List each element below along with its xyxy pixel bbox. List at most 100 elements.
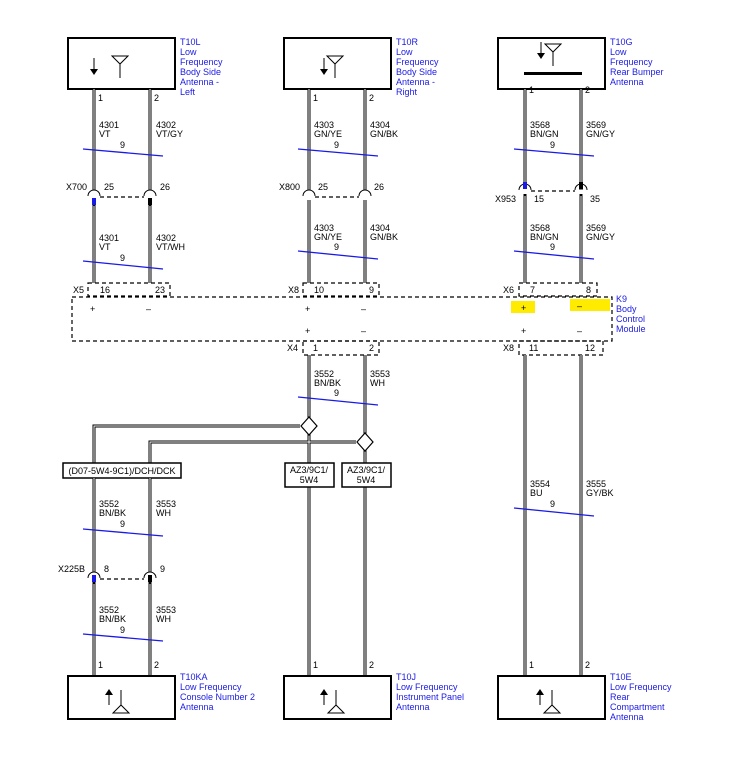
circuit-number: 3553 xyxy=(156,499,176,509)
option-code: 5W4 xyxy=(300,475,319,485)
connector-pin: 35 xyxy=(590,194,600,204)
pin-label: 2 xyxy=(369,660,374,670)
antenna-t10j: T10J Low Frequency Instrument Panel Ante… xyxy=(283,672,464,720)
polarity-plus: + xyxy=(521,303,526,313)
option-box-instrument: AZ3/9C1/ 5W4 xyxy=(284,462,335,488)
wire-color: GY/BK xyxy=(586,488,614,498)
connector-name: X700 xyxy=(66,182,87,192)
wire-color: GN/YE xyxy=(314,232,342,242)
option-box-console: (D07-5W4-9C1)/DCH/DCK xyxy=(62,462,182,479)
polarity-minus: – xyxy=(577,301,582,311)
circuit-number: 4301 xyxy=(99,233,119,243)
antenna-t10l-name-line: Low xyxy=(180,47,197,57)
twisted-pair-marker xyxy=(297,396,379,406)
antenna-t10r-name-line: Low xyxy=(396,47,413,57)
wire-color: VT/WH xyxy=(156,242,185,252)
polarity-minus: – xyxy=(361,326,366,336)
antenna-t10l-id: T10L xyxy=(180,37,201,47)
antenna-down-arrow-icon xyxy=(90,55,130,78)
twisted-pair-marker xyxy=(513,507,595,517)
connector-pin: 11 xyxy=(529,343,538,353)
circuit-number: 3552 xyxy=(314,369,334,379)
antenna-t10l-name-line: Left xyxy=(180,87,196,97)
connector-name: X5 xyxy=(73,285,84,295)
circuit-number: 3553 xyxy=(370,369,390,379)
circuit-number: 3552 xyxy=(99,499,119,509)
wire-color: BN/BK xyxy=(99,508,126,518)
connector-pin: 2 xyxy=(369,343,374,353)
wires-console xyxy=(92,478,152,676)
antenna-t10r-name-line: Frequency xyxy=(396,57,439,67)
wire-color: VT xyxy=(99,242,111,252)
connector-pin: 8 xyxy=(586,285,591,295)
wire-color: GN/YE xyxy=(314,129,342,139)
antenna-t10ka-name-line: Console Number 2 xyxy=(180,692,255,702)
antenna-t10r: T10R Low Frequency Body Side Antenna - R… xyxy=(283,37,439,97)
circuit-number: 3552 xyxy=(99,605,119,615)
connector-pin: 26 xyxy=(160,182,170,192)
pin-label: 2 xyxy=(369,93,374,103)
pin-label: 1 xyxy=(98,660,103,670)
circuit-number: 4301 xyxy=(99,120,119,130)
antenna-t10j-name-line: Antenna xyxy=(396,702,430,712)
pin-label: 1 xyxy=(529,85,534,95)
twist-rate: 9 xyxy=(550,140,555,150)
splice-wiring xyxy=(92,416,374,676)
wire-color: BU xyxy=(530,488,543,498)
polarity-plus: + xyxy=(305,304,310,314)
connector-pin: 23 xyxy=(155,285,165,295)
circuit-number: 3554 xyxy=(530,479,550,489)
splice-diamond xyxy=(300,416,318,436)
circuit-number: 3569 xyxy=(586,120,606,130)
twist-rate: 9 xyxy=(550,242,555,252)
antenna-t10l-name-line: Body Side xyxy=(180,67,221,77)
antenna-t10j-box xyxy=(283,675,392,720)
antenna-t10g-box xyxy=(497,37,606,90)
antenna-up-arrow-icon xyxy=(320,689,346,714)
antenna-t10g-name-line: Antenna xyxy=(610,77,644,87)
antenna-t10e-id: T10E xyxy=(610,672,632,682)
highlight-plus xyxy=(511,301,535,313)
bcm-connector-x5 xyxy=(87,282,171,297)
pin-label: 1 xyxy=(529,660,534,670)
wire-color: WH xyxy=(370,378,385,388)
pin-label: 2 xyxy=(585,85,590,95)
antenna-t10l-name-line: Antenna - xyxy=(180,77,219,87)
bcm-name-line: Control xyxy=(616,314,645,324)
twist-rate: 9 xyxy=(334,140,339,150)
twist-rate: 9 xyxy=(120,140,125,150)
pin-label: 2 xyxy=(154,93,159,103)
connector-pin: 15 xyxy=(534,194,544,204)
connector-name: X953 xyxy=(495,194,516,204)
twist-rate: 9 xyxy=(334,242,339,252)
twisted-pair-marker xyxy=(82,528,164,537)
wires-bcm-bottom xyxy=(307,355,583,676)
circuit-number: 3568 xyxy=(530,223,550,233)
connector-pin: 10 xyxy=(314,285,324,295)
inline-connector-x225b: X225B 8 9 xyxy=(58,564,165,580)
option-code: AZ3/9C1/ xyxy=(290,465,329,475)
wire-color: VT xyxy=(99,129,111,139)
connector-name: X4 xyxy=(287,343,298,353)
antenna-t10j-name-line: Instrument Panel xyxy=(396,692,464,702)
inline-connector-x953: X953 15 35 xyxy=(495,183,600,204)
antenna-t10j-id: T10J xyxy=(396,672,416,682)
pin-label: 1 xyxy=(313,660,318,670)
body-control-module: X5 16 23 X8 10 9 X6 7 8 + – + – + – + – … xyxy=(71,282,646,356)
connector-pin: 16 xyxy=(100,285,110,295)
antenna-t10r-name-line: Right xyxy=(396,87,418,97)
bcm-connector-x8-bottom xyxy=(518,340,604,356)
antenna-down-arrow-icon xyxy=(537,42,563,66)
wire-color: GN/BK xyxy=(370,232,398,242)
antenna-down-arrow-icon xyxy=(320,55,345,78)
antenna-t10l: T10L Low Frequency Body Side Antenna - L… xyxy=(67,37,223,97)
antenna-t10r-id: T10R xyxy=(396,37,419,47)
twisted-pair-marker xyxy=(82,260,164,270)
connector-pin: 8 xyxy=(104,564,109,574)
inline-connector-x800: X800 25 26 xyxy=(279,182,384,198)
bcm-connector-x4 xyxy=(302,340,380,356)
highlight-minus xyxy=(570,299,610,311)
circuit-number: 4304 xyxy=(370,120,390,130)
antenna-t10e-name-line: Antenna xyxy=(610,712,644,722)
